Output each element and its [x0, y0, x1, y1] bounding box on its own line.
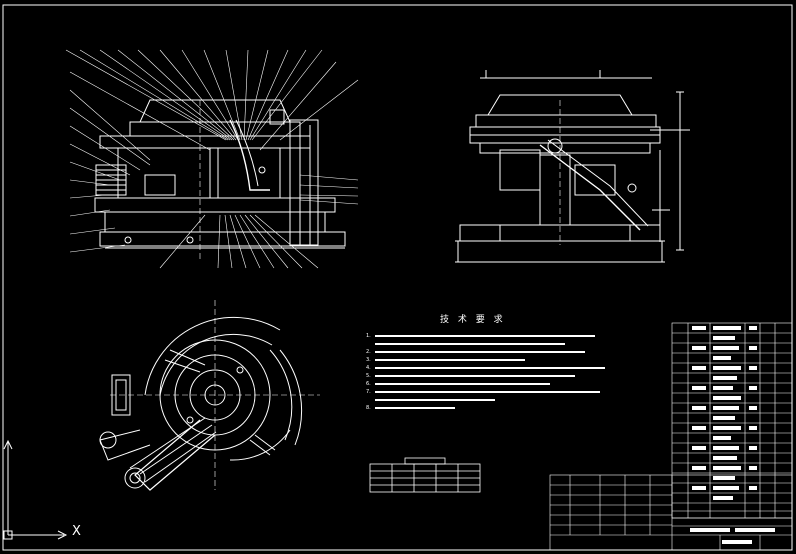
- tech-requirement-item-number: 5.: [366, 373, 371, 379]
- tech-requirement-item-number: 1.: [366, 333, 371, 339]
- leader-lines-top: [65, 49, 337, 151]
- tech-requirement-item-number: 3.: [366, 357, 371, 363]
- tech-requirement-item-number: 2.: [366, 349, 371, 355]
- top-view: [99, 300, 320, 491]
- tech-requirement-item-number: 8.: [366, 405, 371, 411]
- side-view: [455, 70, 690, 263]
- leader-lines-left: [69, 71, 211, 253]
- shaft-end-circle: [99, 431, 117, 449]
- eccentric-arm: [539, 144, 641, 231]
- pivot-circle: [547, 138, 563, 154]
- motor-block: [111, 374, 131, 416]
- parts-list: [671, 322, 793, 519]
- drawing-frame: [2, 4, 793, 551]
- leader-lines-bottom: [159, 214, 319, 269]
- tech-requirement-item-number: 4.: [366, 365, 371, 371]
- title-block: [549, 474, 793, 551]
- crushing-cone: [229, 119, 270, 191]
- tech-requirements-block: [375, 335, 605, 409]
- x-axis-label: X: [72, 524, 81, 539]
- tech-requirements-title: 技 术 要 求: [440, 315, 506, 325]
- base-plate: [99, 231, 346, 247]
- leader-lines-right: [279, 79, 359, 205]
- tech-requirement-item-number: 6.: [366, 381, 371, 387]
- parameter-table: [369, 457, 481, 493]
- tech-requirement-item-number: 7.: [366, 389, 371, 395]
- front-view: [65, 49, 359, 269]
- ucs-axis-icon: [3, 439, 68, 540]
- drive-shaft: [134, 419, 216, 491]
